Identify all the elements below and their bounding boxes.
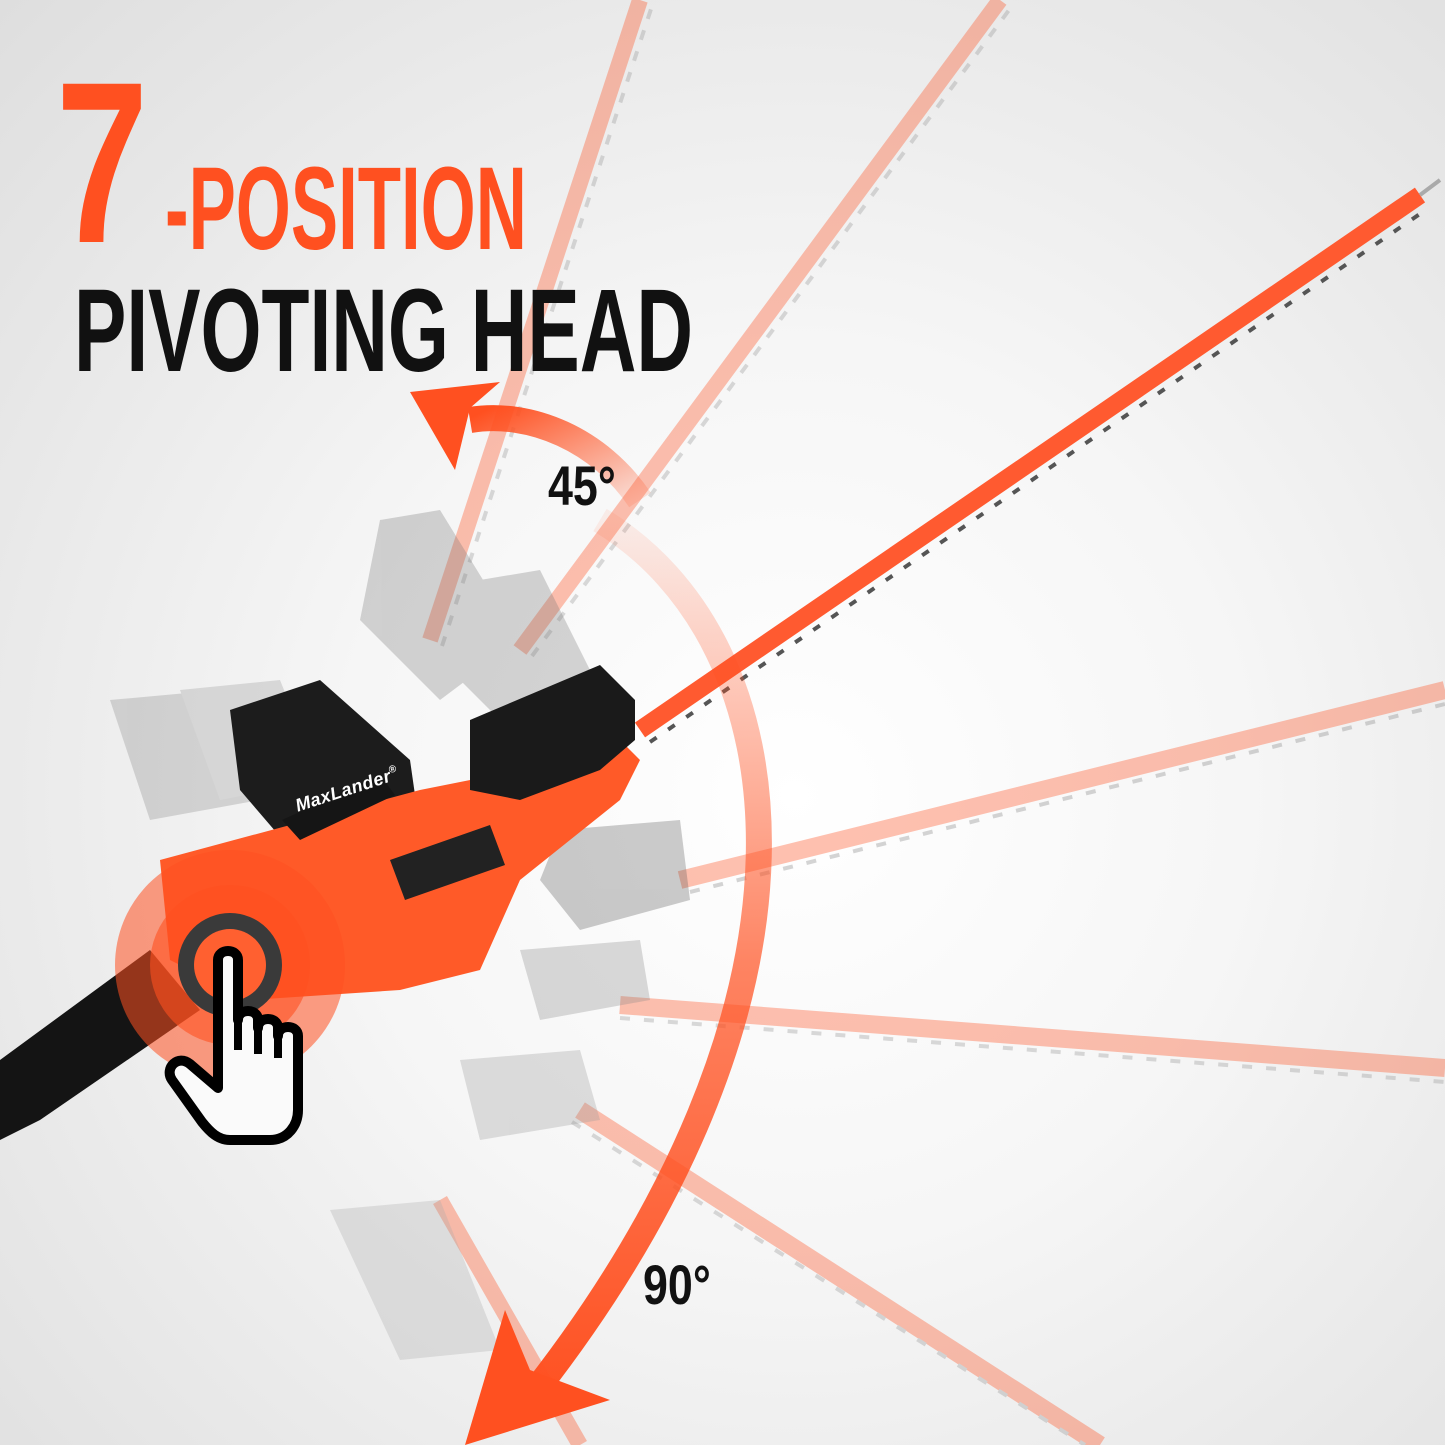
headline-suffix: -POSITION (165, 143, 527, 275)
ghost-blades (422, 0, 1445, 1445)
hand-pointer-icon (164, 946, 303, 1145)
rotation-arc (509, 508, 772, 1419)
headline-line2: PIVOTING HEAD (74, 265, 694, 397)
blade-ghost-1 (422, 0, 654, 647)
blade-ghost-4 (619, 996, 1445, 1084)
ghost-heads (110, 510, 690, 1360)
curved-arrow-down-icon (465, 1310, 610, 1445)
angle-label-90: 90° (643, 1253, 711, 1316)
blade-ghost-3 (677, 681, 1445, 894)
rotation-arc-45 (467, 405, 651, 508)
curved-arrow-up-icon (410, 382, 500, 470)
angle-label-45: 45° (548, 454, 616, 517)
blade-ghost-2 (513, 0, 1014, 658)
headline-number: 7 (56, 34, 149, 291)
main-blade (634, 178, 1442, 744)
